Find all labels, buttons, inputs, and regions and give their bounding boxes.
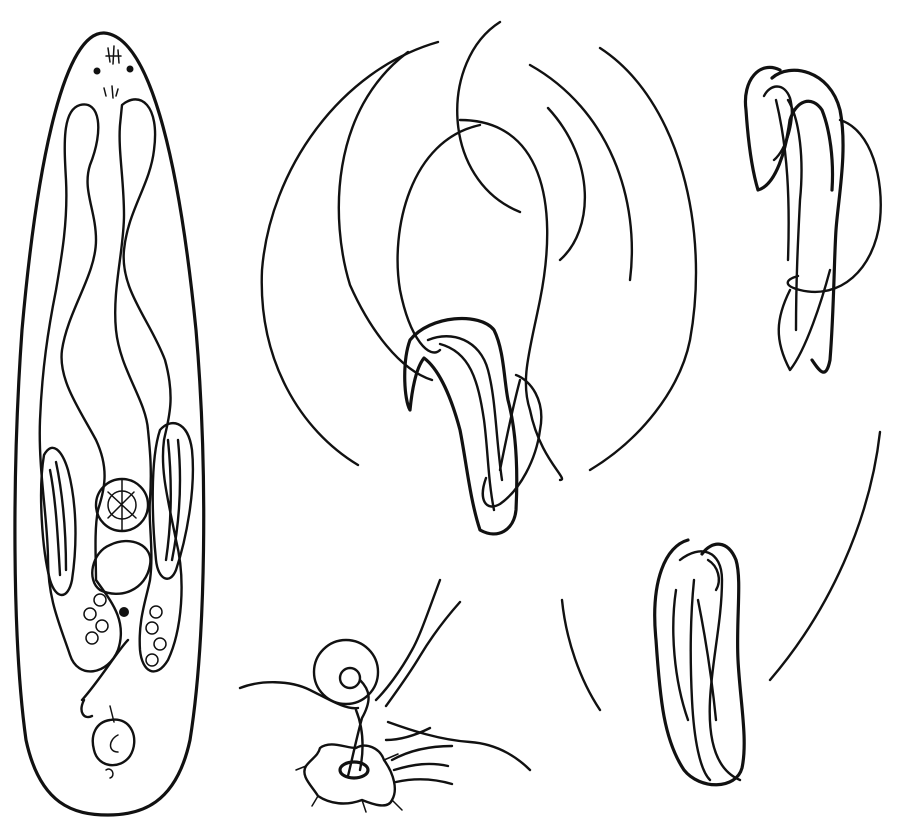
arc-inner-right <box>528 63 634 282</box>
tissue-line-bottom <box>386 720 532 772</box>
panel-whole-worm <box>13 31 206 817</box>
testes-cluster-left <box>83 593 129 645</box>
seminal-vesicle <box>91 539 152 595</box>
body-outline <box>13 31 206 817</box>
ovary-right <box>151 421 195 580</box>
tissue-strands <box>384 726 454 786</box>
testes-cluster-right <box>145 605 167 667</box>
panel-stylet-top-right <box>743 65 882 374</box>
copulatory-organ-small <box>91 705 136 767</box>
duct-left <box>374 578 442 702</box>
duct-right <box>384 600 462 708</box>
arc-right-large <box>768 430 882 682</box>
gut-branch-right <box>114 98 183 673</box>
bursa-duct <box>80 638 130 719</box>
spiral-inner-2 <box>546 106 586 262</box>
ovary-left <box>39 446 77 597</box>
genital-pore <box>105 768 114 779</box>
tissue-line-top <box>238 681 360 710</box>
spiral-inner-3 <box>396 123 482 354</box>
panel-copulatory-apparatus <box>260 20 698 536</box>
pharynx <box>94 477 150 533</box>
eyes <box>93 45 134 99</box>
eye-right <box>126 65 134 73</box>
arc-outer-right <box>588 46 698 472</box>
arc-left-small <box>560 598 602 712</box>
cell-body <box>295 743 403 813</box>
stylet-central <box>403 316 543 536</box>
spiral-inner-1 <box>456 20 522 214</box>
spiral-inner-4 <box>458 118 564 482</box>
arc-outer-left <box>260 40 440 467</box>
yolk-dark <box>119 607 129 617</box>
brain-marks <box>103 45 122 99</box>
eye-left <box>93 67 101 75</box>
panel-stylet-bottom-right <box>560 430 882 787</box>
panel-bursa-detail <box>238 578 532 813</box>
arc-inner-left <box>337 50 434 382</box>
gut-branch-left <box>38 103 123 673</box>
